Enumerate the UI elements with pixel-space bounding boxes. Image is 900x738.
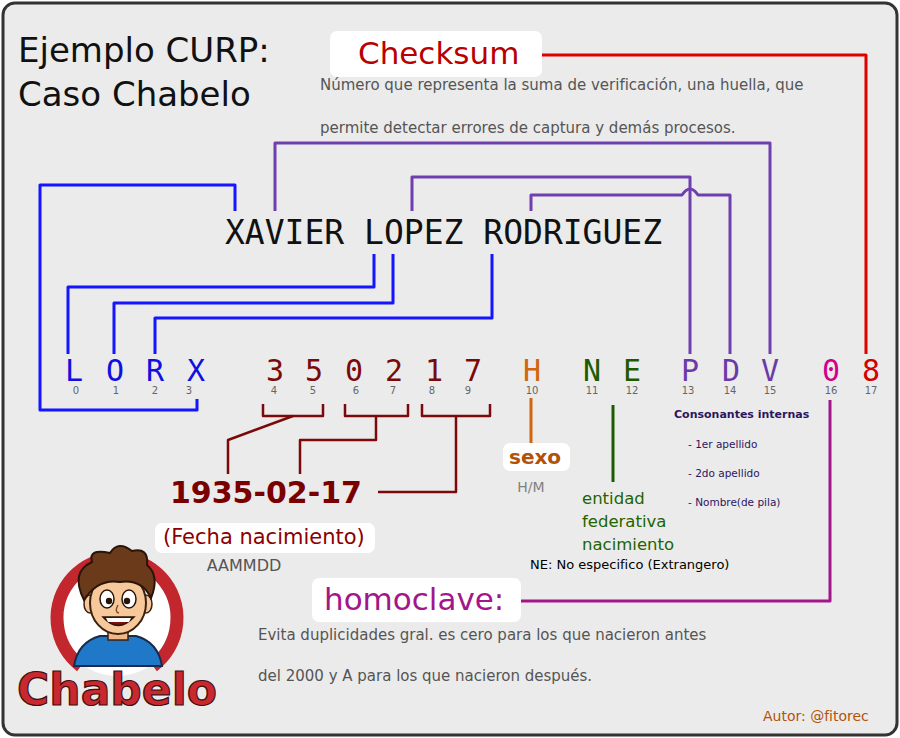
position-index: 1 — [113, 386, 119, 396]
list-item: - Nombre(de pila) — [688, 496, 780, 509]
leader-line — [530, 398, 533, 448]
leader-line — [228, 416, 293, 474]
pupil — [106, 598, 112, 604]
position-index: 7 — [390, 386, 396, 396]
leader-line — [300, 416, 376, 474]
hair — [79, 546, 155, 600]
leader-line — [612, 405, 615, 482]
state-note: entidad federativa nacimiento — [582, 487, 694, 556]
position-index: 2 — [152, 386, 158, 396]
position-index: 16 — [825, 386, 838, 396]
pupil — [124, 598, 130, 604]
curp-character: P — [681, 356, 699, 386]
birth-date: 1935-02-17 — [170, 476, 362, 509]
position-index: 11 — [586, 386, 599, 396]
box-label: Checksum — [358, 35, 522, 72]
position-index: 4 — [271, 386, 277, 396]
position-index: 5 — [310, 386, 316, 396]
bracket — [422, 404, 490, 416]
curp-character: O — [106, 356, 124, 386]
position-index: 15 — [764, 386, 777, 396]
box-label: sexo — [509, 445, 564, 469]
leader-line — [505, 400, 830, 601]
box-label: (Fecha nacimiento) — [163, 525, 367, 550]
leader-line — [378, 416, 456, 492]
box-label: homoclave: — [324, 581, 507, 618]
position-index: 8 — [429, 386, 435, 396]
mouth — [103, 617, 134, 626]
sex-values: H/M — [517, 479, 544, 496]
description: Evita duplicidades gral. es cero para lo… — [258, 615, 723, 697]
chabelo-illustration — [57, 546, 177, 676]
eye — [122, 590, 136, 608]
nose — [116, 605, 119, 613]
position-index: 9 — [465, 386, 471, 396]
note: NE: No especifico (Extrangero) — [530, 557, 729, 573]
curp-character: 0 — [345, 356, 363, 386]
curp-character: 8 — [862, 356, 880, 386]
position-index: 12 — [626, 386, 639, 396]
curp-character: R — [146, 356, 164, 386]
curp-character: H — [523, 356, 541, 386]
curp-character: D — [722, 356, 740, 386]
checksum-box: Checksum — [330, 31, 542, 77]
position-index: 13 — [682, 386, 695, 396]
list-item: - 2do apellido — [688, 467, 760, 480]
position-index: 17 — [865, 386, 878, 396]
position-index: 14 — [724, 386, 737, 396]
curp-character: 7 — [464, 356, 482, 386]
teeth — [106, 618, 131, 622]
logo-text: Chabelo — [17, 666, 217, 714]
birthdate-box: (Fecha nacimiento) — [155, 523, 375, 553]
curp-character: E — [623, 356, 641, 386]
curp-character: V — [761, 356, 779, 386]
curp-character: 2 — [385, 356, 403, 386]
bracket — [345, 404, 408, 416]
title: Ejemplo CURP: Caso Chabelo — [18, 28, 313, 116]
consonants-heading: Consonantes internas — [674, 408, 809, 421]
curp-character: 1 — [425, 356, 443, 386]
homoclave-box: homoclave: — [312, 578, 521, 622]
curp-character: 3 — [266, 356, 284, 386]
eye — [100, 590, 114, 608]
leader-line — [412, 177, 690, 354]
panel-frame — [3, 3, 897, 735]
position-index: 3 — [186, 386, 192, 396]
author-credit: Autor: @fitorec — [763, 708, 869, 725]
person-name: XAVIER LOPEZ RODRIGUEZ — [225, 213, 662, 253]
curp-character: X — [187, 356, 205, 386]
description: Número que representa la suma de verific… — [320, 64, 835, 150]
curp-character: 5 — [305, 356, 323, 386]
position-index: 6 — [353, 386, 359, 396]
bracket — [263, 404, 323, 416]
position-index: 0 — [73, 386, 79, 396]
curp-character: L — [65, 356, 83, 386]
date-format: AAMMDD — [207, 556, 282, 575]
curp-character: N — [583, 356, 601, 386]
curp-character: 0 — [822, 356, 840, 386]
sex-box: sexo — [503, 443, 570, 471]
leader-line — [530, 55, 866, 354]
list-item: - 1er apellido — [688, 438, 757, 451]
leader-line — [155, 254, 492, 354]
position-index: 10 — [526, 386, 539, 396]
